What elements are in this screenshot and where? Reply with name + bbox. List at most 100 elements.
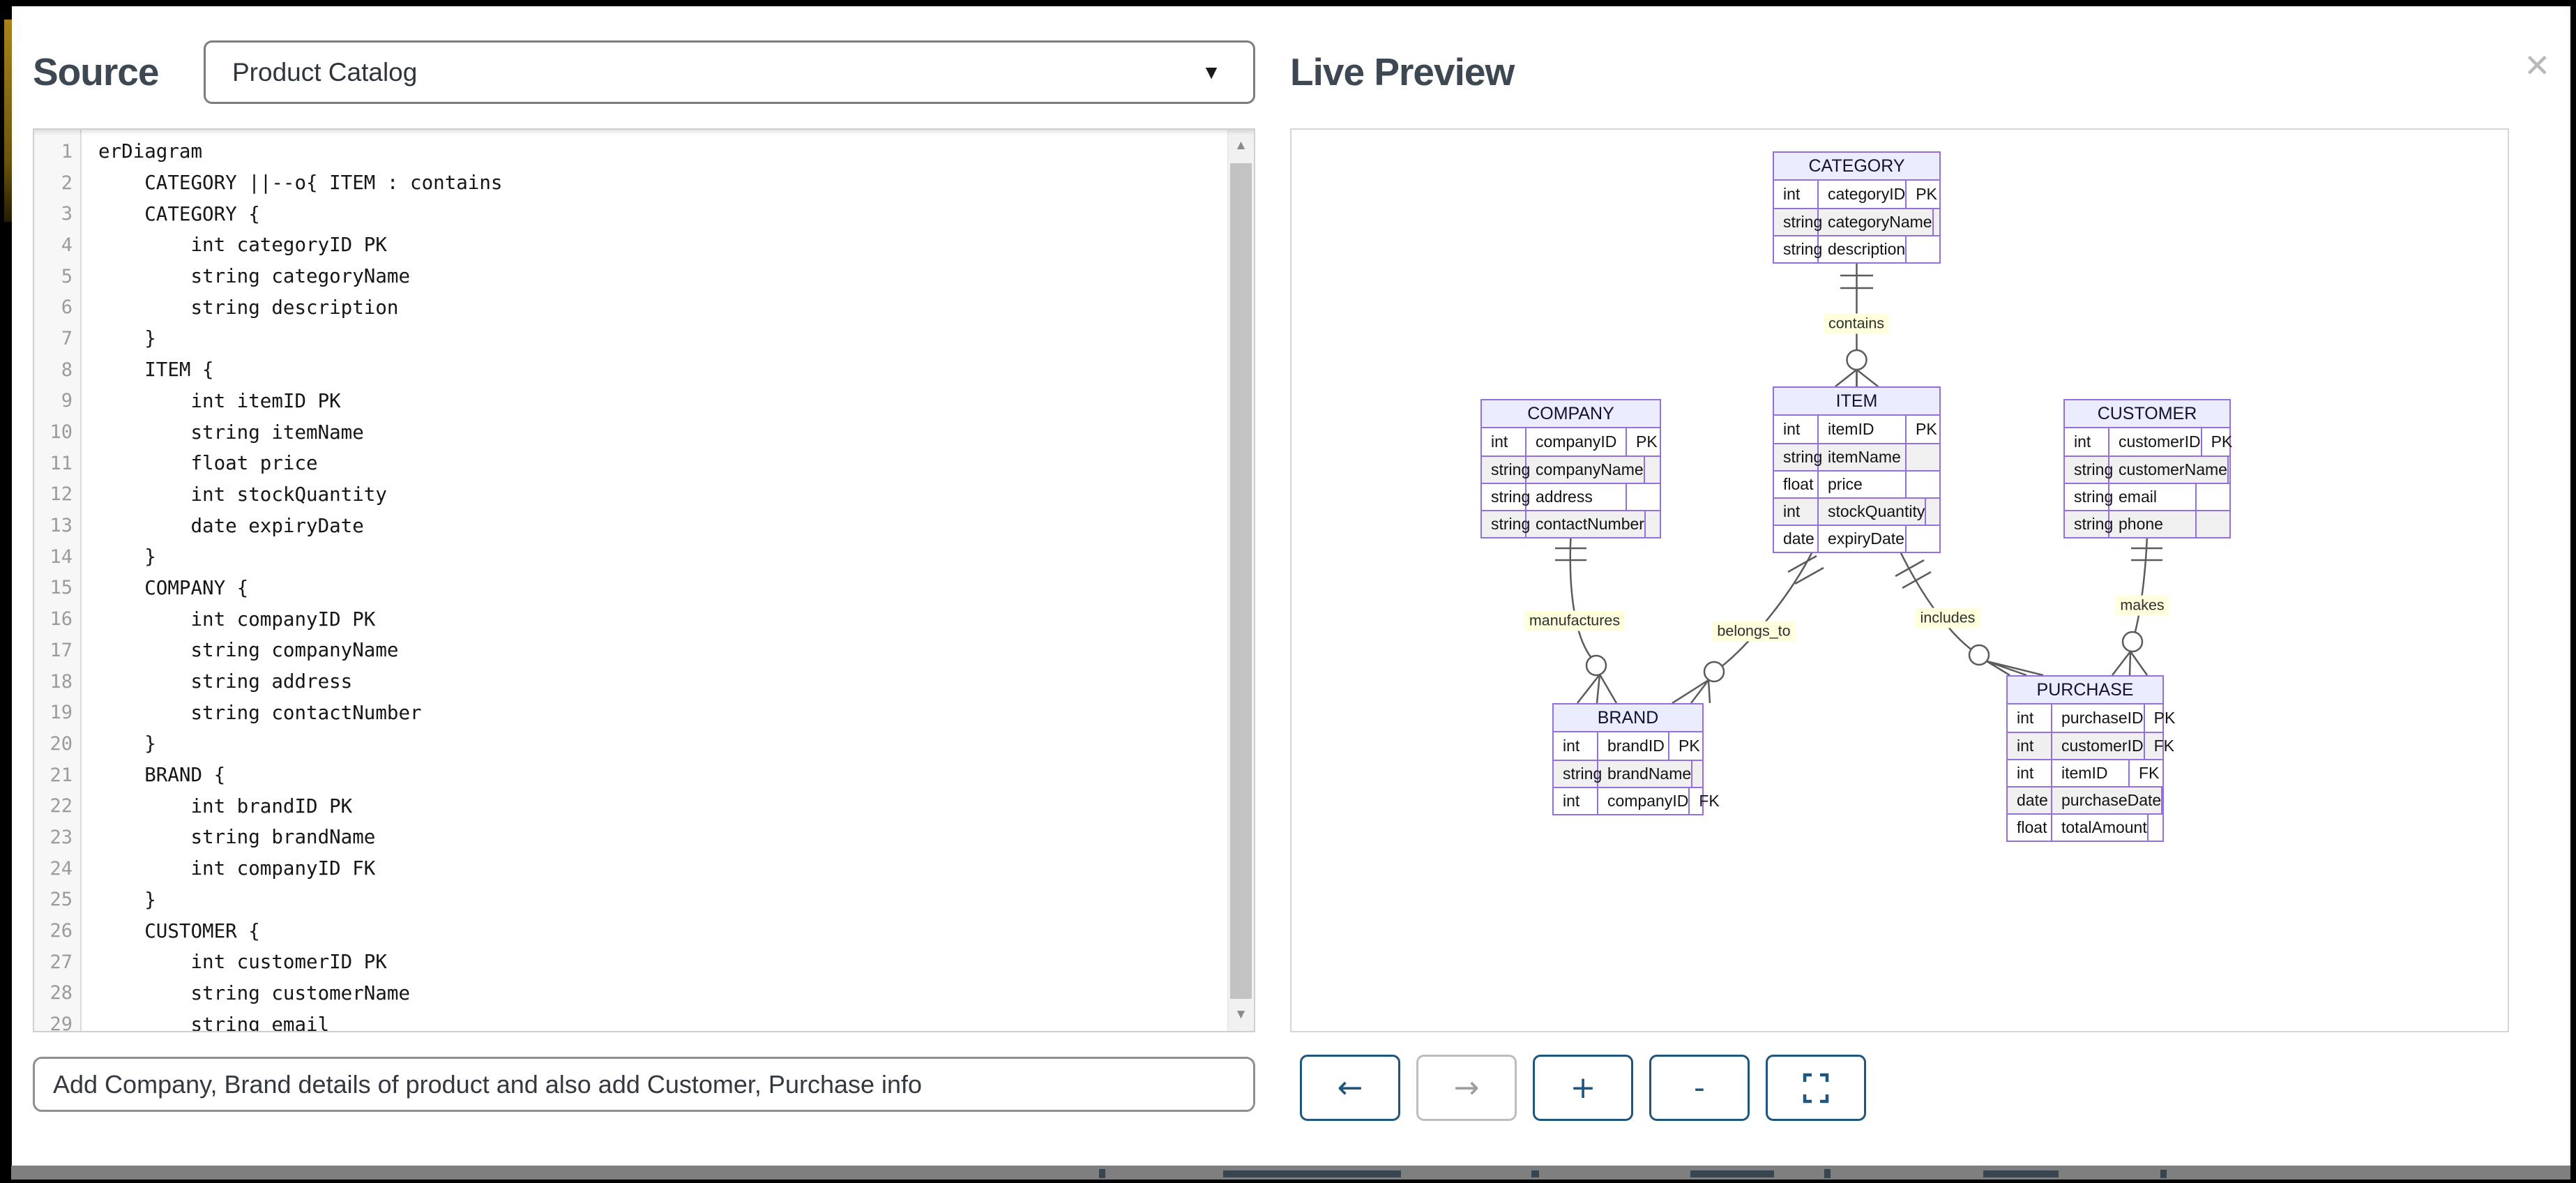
scrollbar-thumb[interactable] [1230, 163, 1252, 999]
attribute-name: categoryID [1819, 181, 1907, 208]
attribute-type: int [1482, 428, 1526, 455]
fullscreen-icon [1803, 1073, 1829, 1103]
code-text: COMPANY { [98, 576, 249, 599]
attribute-key [1934, 209, 1967, 235]
attribute-type: string [1554, 761, 1602, 787]
attribute-type: string [2065, 511, 2113, 537]
line-number: 17 [50, 639, 73, 661]
code-line: 3 CATEGORY { [34, 198, 1227, 229]
attribute-type: string [1482, 511, 1530, 537]
attribute-key: PK [1636, 432, 1658, 451]
attribute-name: totalAmount [2052, 815, 2149, 841]
dropdown-selected-value: Product Catalog [232, 57, 418, 86]
code-line: 24 int companyID FK [34, 853, 1227, 884]
backdrop-left-edge [4, 20, 12, 222]
zoom-in-button[interactable]: + [1533, 1055, 1633, 1121]
attribute-key [1907, 526, 1939, 552]
relationship-label-contains: contains [1823, 313, 1890, 334]
code-line: 14 } [34, 541, 1227, 573]
backdrop-artifact [2160, 1170, 2167, 1178]
code-text: string categoryName [98, 265, 411, 288]
attribute-name: expiryDate [1819, 526, 1907, 552]
scroll-down-icon[interactable]: ▼ [1228, 999, 1254, 1031]
line-number: 8 [61, 359, 73, 381]
attribute-type: int [2008, 733, 2052, 759]
zoom-out-button[interactable]: - [1649, 1055, 1750, 1121]
entity-title: ITEM [1774, 388, 1939, 416]
line-number: 7 [61, 327, 73, 349]
code-text: int customerID PK [98, 951, 387, 974]
line-number: 6 [61, 296, 73, 319]
line-number: 20 [50, 732, 73, 755]
attribute-name: address [1526, 484, 1627, 510]
code-line: 19 string contactNumber [34, 697, 1227, 728]
line-number: 24 [50, 857, 73, 880]
code-text: string itemName [98, 421, 364, 444]
line-number: 1 [61, 140, 73, 163]
attribute-key: PK [2153, 709, 2176, 727]
diagram-select-dropdown[interactable]: Product Catalog ▼ [204, 40, 1255, 104]
line-number: 16 [50, 608, 73, 631]
preview-toolbar: ←→+- [1300, 1055, 1866, 1121]
entity-title: CATEGORY [1774, 153, 1939, 181]
code-text: string email [98, 1013, 330, 1031]
attribute-key [1907, 236, 1939, 262]
relationship-label-belongs_to: belongs_to [1712, 621, 1796, 642]
attribute-key [1907, 472, 1939, 497]
code-line: 16 int companyID PK [34, 603, 1227, 635]
code-line: 9 int itemID PK [34, 386, 1227, 417]
code-text: erDiagram [98, 140, 203, 163]
prompt-input[interactable] [33, 1057, 1255, 1112]
attribute-key: PK [1916, 420, 1937, 438]
code-text: CATEGORY { [98, 202, 260, 225]
code-line: 4 int categoryID PK [34, 229, 1227, 261]
back-button[interactable]: ← [1300, 1055, 1400, 1121]
close-icon[interactable]: ✕ [2524, 47, 2551, 84]
attribute-name: customerID [2052, 733, 2145, 759]
line-number: 18 [50, 670, 73, 693]
code-line: 28 string customerName [34, 978, 1227, 1009]
line-number: 27 [50, 951, 73, 973]
scroll-up-icon[interactable]: ▲ [1228, 130, 1254, 162]
code-line: 1 erDiagram [34, 136, 1227, 167]
attribute-type: int [1774, 181, 1819, 208]
forward-button[interactable]: → [1416, 1055, 1517, 1121]
backdrop-artifact [1983, 1170, 2059, 1177]
line-number: 28 [50, 982, 73, 1004]
fullscreen-button[interactable] [1766, 1055, 1866, 1121]
editor-scrollbar[interactable]: ▲ ▼ [1227, 130, 1254, 1031]
code-text: CUSTOMER { [98, 919, 260, 942]
entity-title: COMPANY [1482, 400, 1660, 428]
line-number: 29 [50, 1014, 73, 1031]
attribute-type: float [2008, 815, 2052, 841]
attribute-name: purchaseDate [2052, 788, 2163, 813]
attribute-name: companyID [1526, 428, 1627, 455]
attribute-key [1627, 484, 1660, 510]
attribute-name: itemName [1819, 444, 1907, 470]
code-text: } [98, 327, 156, 350]
line-number: 10 [50, 421, 73, 444]
attribute-name: contactNumber [1526, 511, 1646, 537]
attribute-name: description [1819, 236, 1907, 262]
attribute-type: int [1554, 732, 1598, 760]
attribute-name: categoryName [1819, 209, 1934, 235]
code-line: 7 } [34, 323, 1227, 354]
code-text: } [98, 888, 156, 911]
entity-title: PURCHASE [2008, 677, 2162, 704]
attribute-name: brandID [1598, 732, 1669, 760]
line-number: 26 [50, 920, 73, 942]
attribute-name: companyID [1598, 788, 1690, 814]
